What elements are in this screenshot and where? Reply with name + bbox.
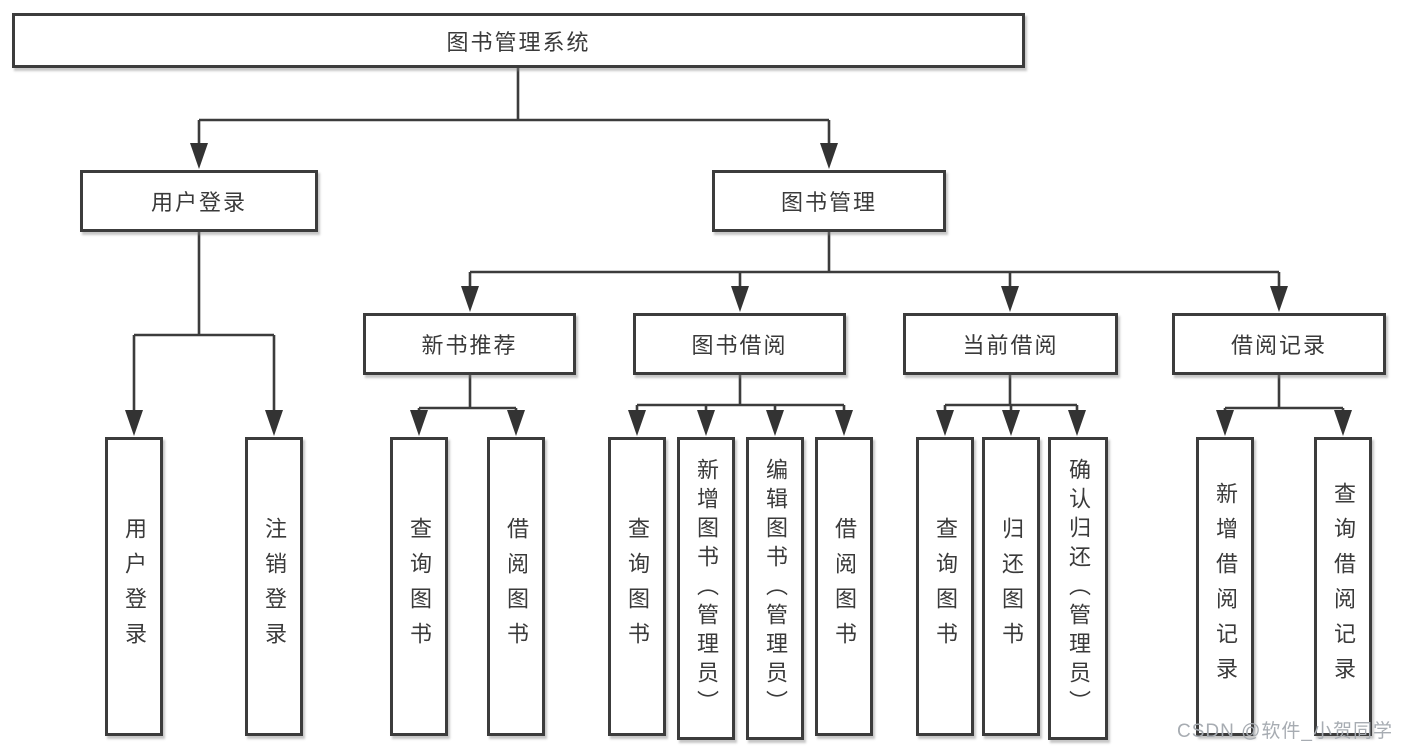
node-login: 用户登录 xyxy=(105,437,163,736)
node-br-query-record: 查询借阅记录 xyxy=(1314,437,1372,736)
node-current-borrow-label: 当前借阅 xyxy=(962,333,1059,358)
csdn-watermark: CSDN @软件_小贺同学 xyxy=(1177,721,1393,742)
node-book-management-label: 图书管理 xyxy=(780,190,877,215)
node-bb-edit-book-admin-label: 编辑图书（管理员） xyxy=(763,458,788,719)
node-user-login: 用户登录 xyxy=(80,170,318,232)
node-br-add-record: 新增借阅记录 xyxy=(1196,437,1254,736)
node-logout: 注销登录 xyxy=(245,437,303,736)
node-borrow-records-label: 借阅记录 xyxy=(1230,333,1327,358)
node-book-borrow: 图书借阅 xyxy=(633,313,846,375)
node-bb-borrow-books-label: 借阅图书 xyxy=(832,516,857,657)
node-cb-query-books-label: 查询图书 xyxy=(933,516,958,657)
node-bb-edit-book-admin: 编辑图书（管理员） xyxy=(746,437,804,740)
node-new-book-recommend-label: 新书推荐 xyxy=(421,333,518,358)
node-nb-query-books: 查询图书 xyxy=(390,437,448,736)
node-current-borrow: 当前借阅 xyxy=(903,313,1118,375)
node-cb-return-books: 归还图书 xyxy=(982,437,1040,736)
node-bb-borrow-books: 借阅图书 xyxy=(815,437,873,736)
node-login-label: 用户登录 xyxy=(122,516,147,657)
node-root: 图书管理系统 xyxy=(12,13,1025,68)
node-bb-add-book-admin: 新增图书（管理员） xyxy=(677,437,735,740)
node-nb-borrow-books: 借阅图书 xyxy=(487,437,545,736)
node-bb-query-books-label: 查询图书 xyxy=(625,516,650,657)
node-book-borrow-label: 图书借阅 xyxy=(691,333,788,358)
node-logout-label: 注销登录 xyxy=(262,516,287,657)
node-bb-query-books: 查询图书 xyxy=(608,437,666,736)
node-borrow-records: 借阅记录 xyxy=(1172,313,1386,375)
node-cb-confirm-return-admin-label: 确认归还（管理员） xyxy=(1066,458,1091,719)
node-br-query-record-label: 查询借阅记录 xyxy=(1331,481,1356,692)
node-book-management: 图书管理 xyxy=(712,170,946,232)
node-cb-return-books-label: 归还图书 xyxy=(999,516,1024,657)
node-user-login-label: 用户登录 xyxy=(150,190,247,215)
node-cb-confirm-return-admin: 确认归还（管理员） xyxy=(1048,437,1108,740)
node-br-add-record-label: 新增借阅记录 xyxy=(1213,481,1238,692)
node-nb-query-books-label: 查询图书 xyxy=(407,516,432,657)
node-root-label: 图书管理系统 xyxy=(446,29,591,55)
node-new-book-recommend: 新书推荐 xyxy=(363,313,576,375)
node-cb-query-books: 查询图书 xyxy=(916,437,974,736)
node-nb-borrow-books-label: 借阅图书 xyxy=(504,516,529,657)
node-bb-add-book-admin-label: 新增图书（管理员） xyxy=(694,458,719,719)
